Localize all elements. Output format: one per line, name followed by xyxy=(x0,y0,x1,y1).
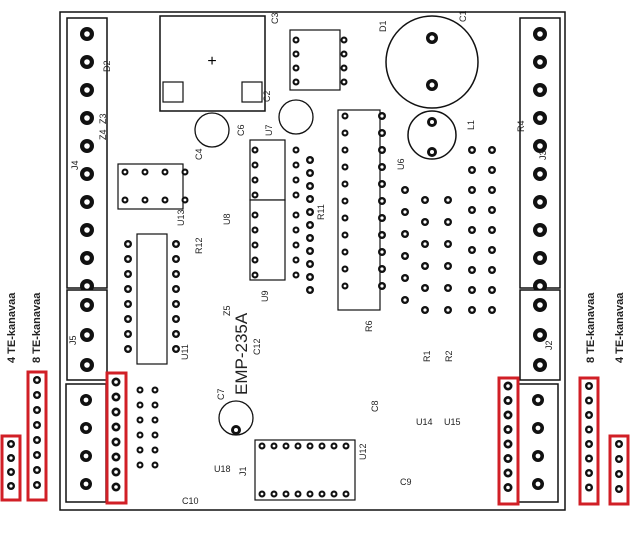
label-4-channels-right: 4 TE-kanavaa xyxy=(614,292,626,363)
label-8-channels-right: 8 TE-kanavaa xyxy=(585,292,597,363)
component-label-u12: U12 xyxy=(358,443,368,460)
highlight-8ch-right xyxy=(578,376,600,506)
component-label-j1: J1 xyxy=(238,466,248,476)
component-label-d1: D1 xyxy=(378,20,388,32)
component-label-u15: U15 xyxy=(444,417,461,427)
svg-text:+: + xyxy=(207,53,216,70)
component-label-c12: C12 xyxy=(252,338,262,355)
component-label-u18: U18 xyxy=(214,464,231,474)
component-label-r2: R2 xyxy=(444,350,454,362)
highlight-8ch-inner-left xyxy=(105,371,128,505)
component-label-j5: J5 xyxy=(68,335,78,345)
highlight-4ch-left xyxy=(0,434,22,502)
component-label-z5: Z5 xyxy=(222,305,232,316)
component-label-d2: D2 xyxy=(102,60,112,72)
component-label-c3: C3 xyxy=(270,12,280,24)
component-label-z4: Z4 xyxy=(98,129,108,140)
component-label-r11: R11 xyxy=(316,204,326,220)
highlight-8ch-left xyxy=(26,370,48,502)
component-label-r1: R1 xyxy=(422,350,432,362)
component-label-j4: J4 xyxy=(70,160,80,170)
component-label-u7: U7 xyxy=(264,124,274,136)
component-label-u11: U11 xyxy=(180,344,190,360)
component-label-z3: Z3 xyxy=(98,113,108,124)
component-label-c10: C10 xyxy=(182,496,199,506)
component-label-c7: C7 xyxy=(216,388,226,400)
component-label-u6: U6 xyxy=(396,158,406,170)
component-label-c8: C8 xyxy=(370,400,380,412)
component-label-r12: R12 xyxy=(194,237,204,254)
component-label-r4: R4 xyxy=(516,120,526,132)
component-label-c9: C9 xyxy=(400,477,412,487)
component-label-u14: U14 xyxy=(416,417,433,427)
label-4-channels-left: 4 TE-kanavaa xyxy=(6,292,18,363)
component-label-u13: U13 xyxy=(176,209,186,226)
component-label-r6: R6 xyxy=(364,320,374,332)
component-label-c1: C1 xyxy=(458,10,468,22)
component-label-j3: J3 xyxy=(538,150,548,160)
component-label-l1: L1 xyxy=(466,120,476,130)
component-label-c6: C6 xyxy=(236,124,246,136)
highlight-4ch-right xyxy=(608,434,630,506)
component-label-u8: U8 xyxy=(222,213,232,225)
component-label-u9: U9 xyxy=(260,290,270,302)
component-label-c2: C2 xyxy=(262,90,272,102)
label-8-channels-left: 8 TE-kanavaa xyxy=(31,292,43,363)
component-label-c4: C4 xyxy=(194,148,204,160)
electrolytic-cap-large xyxy=(385,15,479,109)
board-title: EMP-235A xyxy=(232,312,251,395)
component-label-j2: J2 xyxy=(544,340,554,350)
highlight-8ch-inner-right xyxy=(497,376,520,506)
